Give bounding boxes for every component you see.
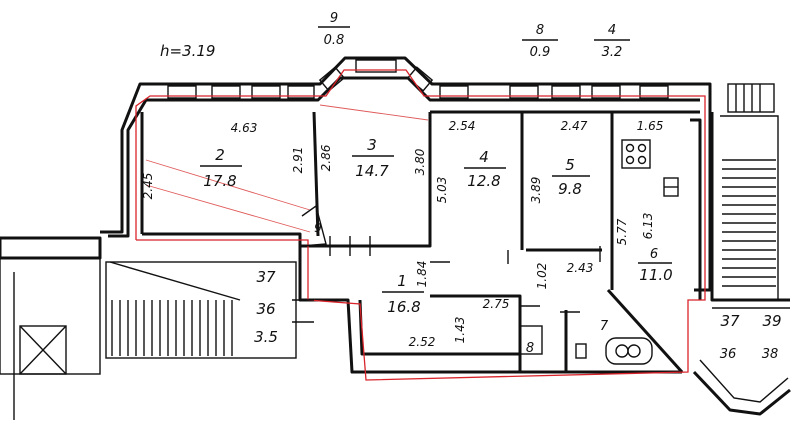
dim-143: 1.43: [453, 317, 467, 344]
balcony-number: 9: [330, 11, 338, 26]
room-4: 4 12.8: [464, 148, 506, 190]
balcony-9: 9 0.8: [318, 11, 350, 48]
closet-9: [301, 204, 327, 247]
dimensions: 4.63 2.91 2.45 2.86 3.80 2.54 5.03 2.47 …: [141, 119, 663, 349]
windows: [167, 59, 775, 113]
balcony-4: 4 3.2: [594, 23, 630, 60]
bathtub: [605, 337, 653, 365]
stair-right-label-2: 39: [762, 312, 781, 330]
dim-254: 2.54: [449, 119, 476, 133]
room-area: 11.0: [639, 266, 672, 284]
room-number: 5: [565, 156, 575, 174]
stair-left-label-1: 37: [256, 268, 276, 286]
balcony-8: 8 0.9: [522, 23, 558, 60]
dim-275: 2.75: [483, 297, 510, 311]
dim-503: 5.03: [435, 177, 449, 204]
room-area: 9.8: [558, 180, 582, 198]
room-area: 16.8: [387, 298, 420, 316]
room-number: 2: [215, 146, 225, 164]
balcony-number: 8: [536, 23, 544, 38]
left-staircase: [0, 236, 297, 420]
ceiling-height: h=3.19: [160, 42, 215, 60]
room-number: 3: [367, 136, 377, 154]
balcony-area: 0.9: [530, 45, 551, 60]
room-number: 6: [650, 247, 658, 262]
room-3: 3 14.7: [352, 136, 394, 180]
closet-label: 9: [314, 221, 322, 235]
dim-245: 2.45: [141, 173, 155, 200]
room-5: 5 9.8: [552, 156, 590, 198]
balcony-number: 4: [608, 23, 616, 38]
balcony-area: 0.8: [324, 33, 345, 48]
balcony-area: 3.2: [602, 45, 623, 60]
dim-243: 2.43: [567, 261, 594, 275]
dim-252: 2.52: [409, 335, 436, 349]
room-number: 4: [479, 148, 489, 166]
toilet: [519, 325, 543, 355]
room-area: 12.8: [467, 172, 500, 190]
wc-label: 8: [526, 341, 534, 356]
dim-184: 1.84: [415, 261, 429, 288]
stair-left-label-3: 3.5: [254, 328, 278, 346]
apartment-outline: [135, 69, 706, 381]
dim-613: 6.13: [641, 213, 655, 240]
dim-463: 4.63: [231, 121, 258, 135]
room-number: 1: [397, 272, 407, 290]
dim-102: 1.02: [535, 263, 549, 290]
room-6: 6 11.0: [638, 247, 673, 284]
dim-247: 2.47: [561, 119, 588, 133]
washbasin: [575, 343, 587, 359]
bath-label: 7: [600, 319, 609, 334]
stair-right-label-3: 36: [720, 347, 737, 362]
stair-left-label-2: 36: [256, 300, 275, 318]
stove: [621, 139, 651, 169]
stair-right-label-4: 38: [762, 347, 779, 362]
room-2: 2 17.8: [200, 146, 242, 190]
stair-right-label-1: 37: [720, 312, 740, 330]
dim-291: 2.91: [291, 147, 305, 174]
dim-286: 2.86: [319, 144, 333, 171]
dim-380: 3.80: [413, 148, 427, 175]
right-staircase: [692, 112, 791, 416]
dim-389: 3.89: [529, 177, 543, 204]
room-1: 1 16.8: [382, 272, 424, 316]
kitchen-sink: [663, 177, 679, 197]
outer-walls: [100, 56, 712, 374]
room-area: 14.7: [355, 162, 389, 180]
dim-165: 1.65: [637, 119, 664, 133]
door-marks: [292, 236, 790, 323]
dim-577: 5.77: [615, 218, 629, 245]
room-area: 17.8: [203, 172, 236, 190]
